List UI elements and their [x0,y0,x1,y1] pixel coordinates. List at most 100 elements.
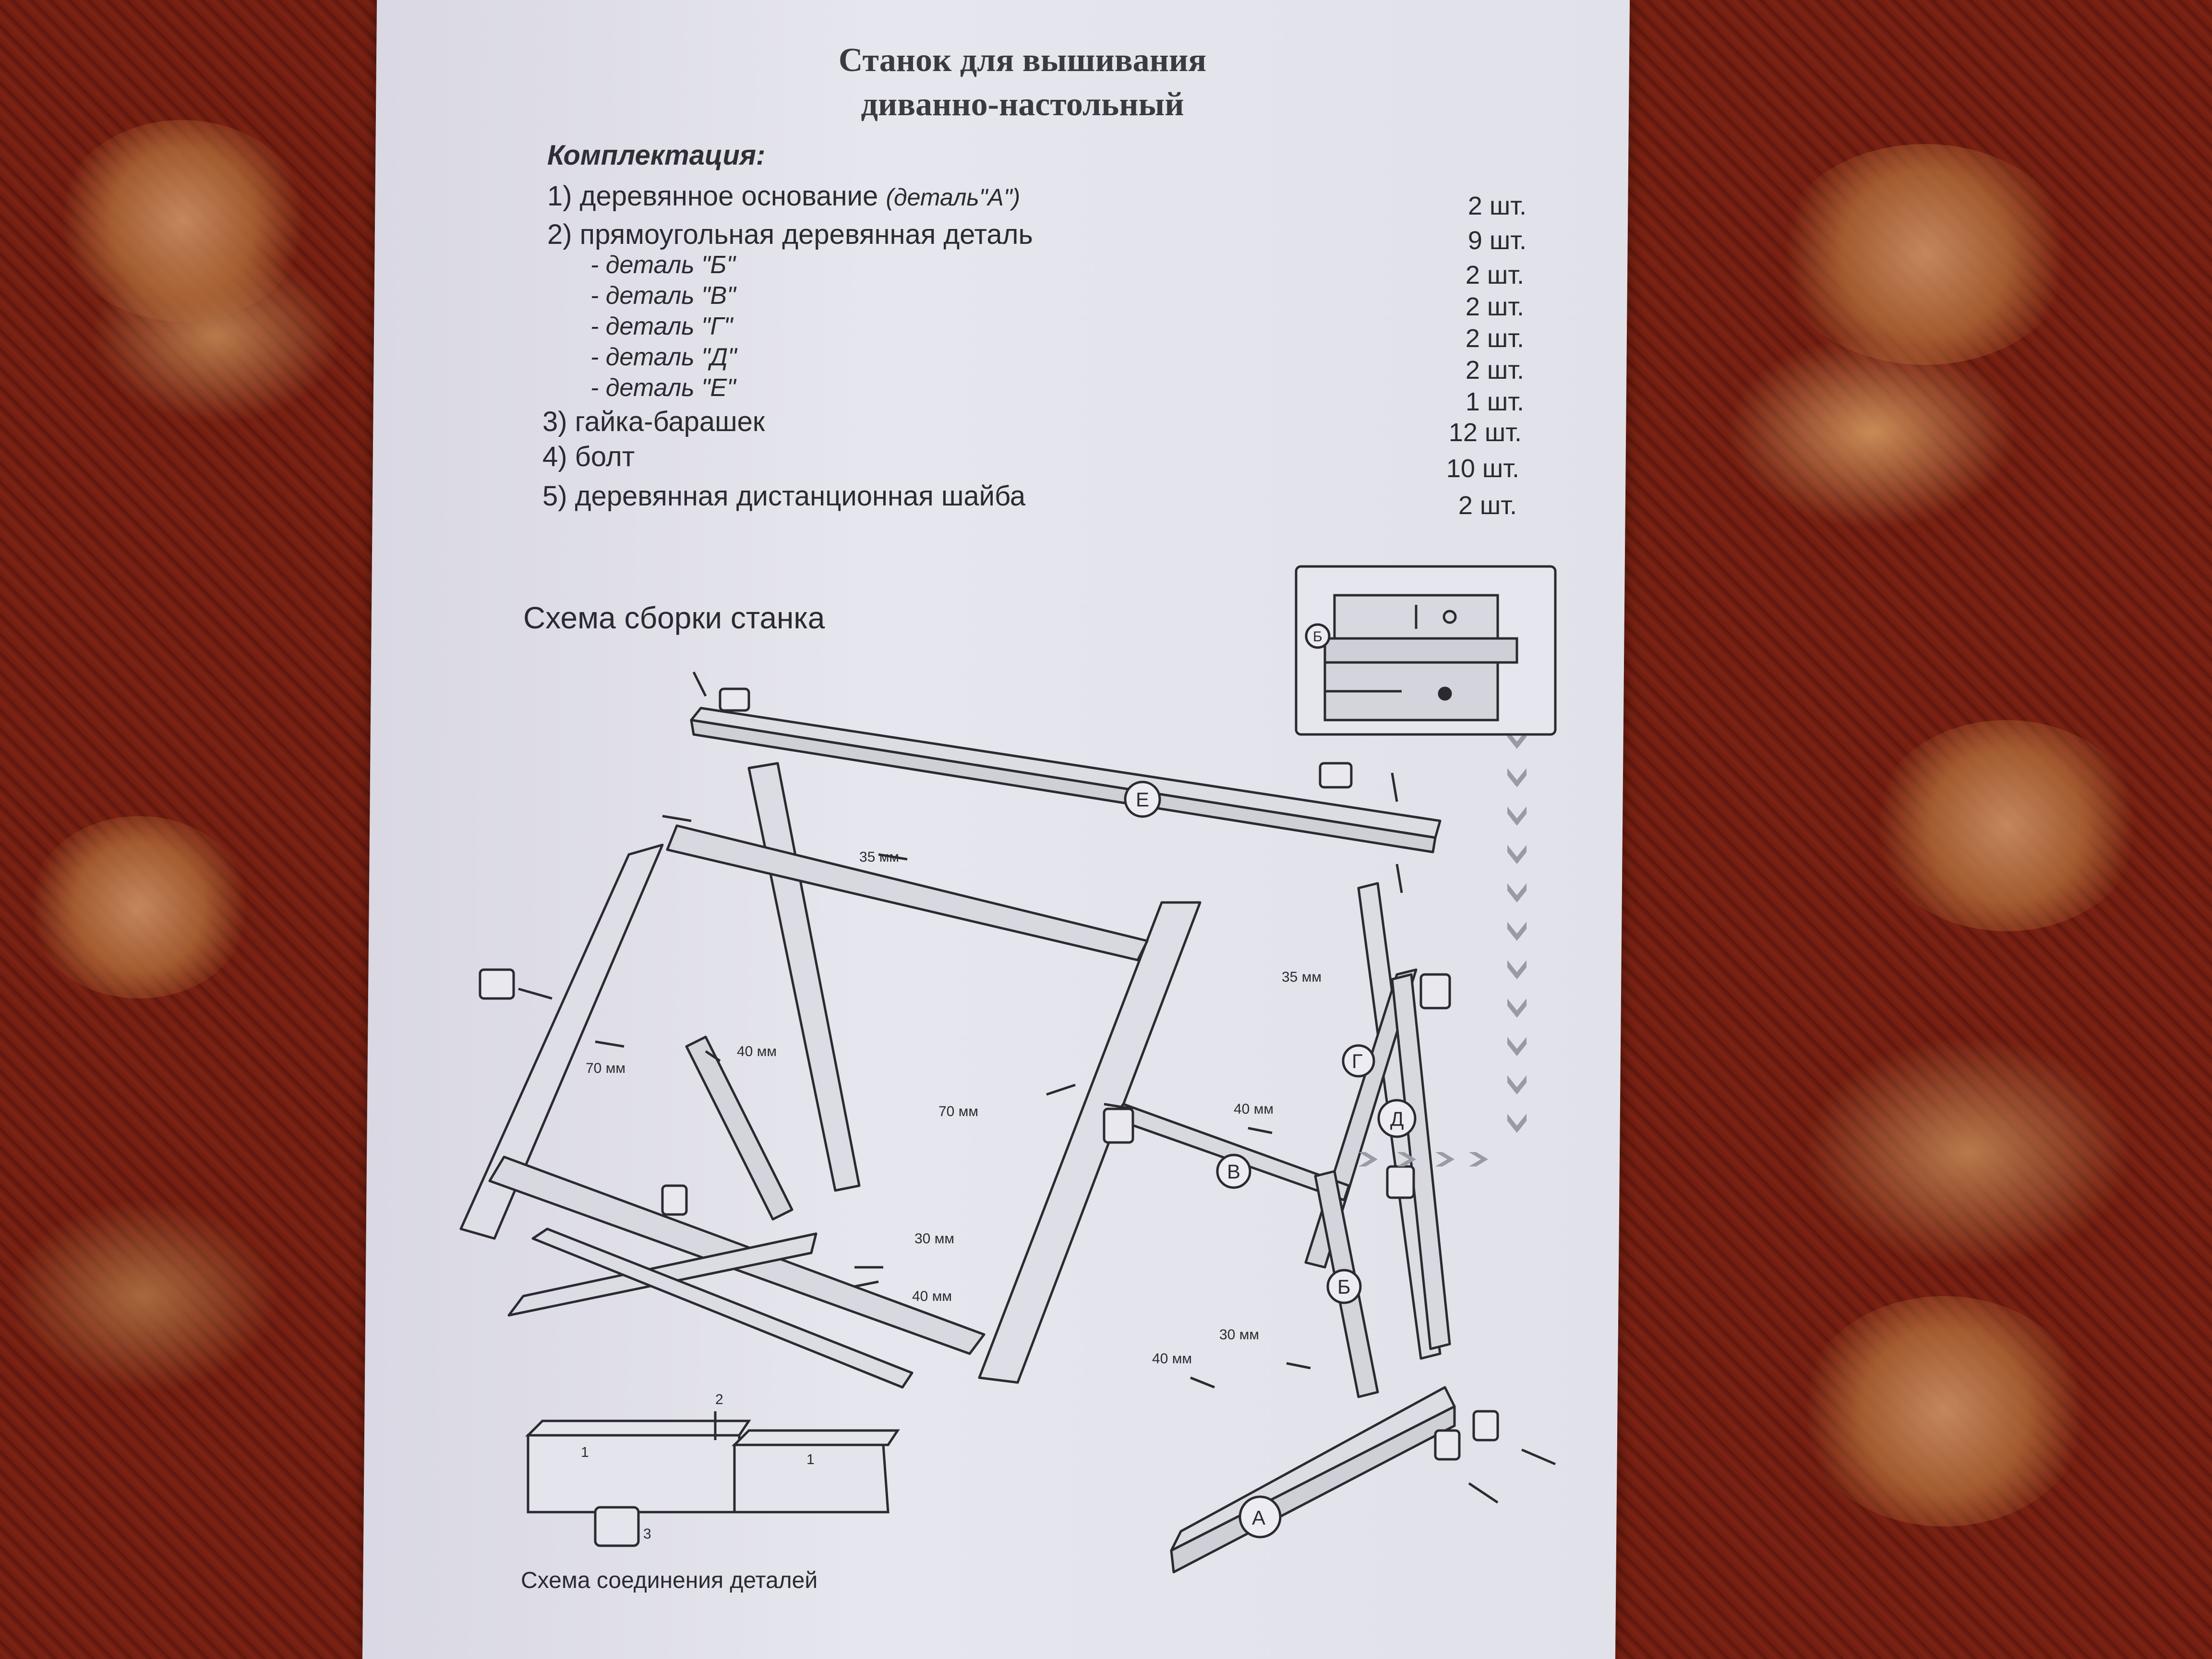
assembly-caption: Схема сборки станка [523,601,825,635]
kit-item-qty: 2 шт. [1467,192,1527,220]
part-a-base-face [1170,1405,1456,1574]
lever-left [685,1035,793,1221]
bolt-label: 70 мм [938,1104,978,1119]
kit-item-qty: 1 шт. [1465,387,1524,416]
wing-nut [1319,762,1353,789]
part-g-marker [1342,1044,1375,1078]
title-line-1: Станок для вышивания [838,42,1207,79]
joint-mark: 2 [715,1392,723,1407]
part-b-marker [1326,1269,1362,1304]
part-v-marker [1216,1154,1251,1189]
kit-subitem-d: - деталь "Д" [590,343,737,371]
part-b-label: Б [1337,1275,1351,1298]
kit-item-qty: 2 шт. [1465,324,1524,353]
arrow [854,1280,879,1288]
part-d [1391,973,1451,1350]
part-g-label: Г [1352,1050,1363,1072]
kit-item-text: 1) деревянное основание [547,180,886,212]
wing-nut [1434,1429,1461,1461]
wing-nut [719,687,750,712]
kit-item-qty: 2 шт. [1465,356,1524,385]
kit-subitem-g: - деталь "Г" [590,313,733,340]
bolt-label: 70 мм [586,1060,625,1076]
joint-mark: 1 [581,1444,589,1460]
arrow [1104,1103,1133,1110]
part-a-label: А [1252,1506,1265,1529]
part-e-marker [1124,781,1161,818]
base-left-b [531,1227,914,1389]
carpet-pattern-motif [58,120,307,322]
part-a-base [1170,1386,1456,1552]
joint-mark: 1 [806,1452,815,1467]
part-d-label: Д [1390,1107,1404,1130]
kit-item-qty: 2 шт. [1465,261,1524,289]
kit-item-qty: 12 шт. [1448,418,1522,447]
part-d-marker [1377,1099,1417,1138]
wing-nut [1419,973,1451,1010]
arrow [705,1050,721,1062]
frame-bar-left [459,843,664,1240]
carpet-pattern-motif [1776,144,2074,365]
kit-subitem-b: - деталь "Б" [590,251,735,279]
kit-subitem-v: - деталь "В" [590,282,736,310]
arrow [518,987,553,1000]
arrow [1395,864,1403,893]
upright-left [747,762,861,1192]
arrow [878,853,908,861]
bolt-label: 30 мм [1219,1327,1259,1343]
inset-b-label: Б [1313,629,1322,645]
arrow [692,671,707,697]
kit-item-qty: 9 шт. [1467,226,1527,255]
kit-item-qty: 2 шт. [1458,491,1517,520]
arrow [1190,1376,1215,1389]
kit-item-2: 2) прямоугольная деревянная деталь [547,219,1033,250]
kit-item-qty: 2 шт. [1465,292,1524,321]
arrow [1468,1482,1499,1504]
wing-nut [1386,1165,1415,1199]
arrow [662,815,692,822]
bolt-label: 40 мм [912,1288,952,1304]
kit-item-qty: 10 шт. [1446,454,1519,483]
arrow [1046,1083,1076,1096]
document-title: Станок для вышивания диванно-настольный [782,38,1262,127]
wing-nut [479,968,515,1000]
chevron-path [1358,730,1527,1166]
carpet-pattern-motif [29,816,250,998]
joint-mark: 3 [643,1526,651,1542]
bolt-label: 40 мм [1152,1351,1192,1367]
wing-nut [661,1184,688,1216]
bolt-label: 35 мм [859,849,899,865]
kit-item-5: 5) деревянная дистанционная шайба [542,481,1026,512]
inset-b-marker [1305,623,1331,649]
part-a-marker [1238,1495,1282,1539]
carpet-pattern-motif [1872,720,2141,931]
inset-detail [1295,565,1557,736]
arrow [1286,1362,1311,1370]
kit-heading: Комплектация: [547,140,766,171]
arrow [595,1040,625,1048]
part-v-label: В [1227,1160,1240,1183]
part-e-label: Е [1136,788,1149,811]
arrow [1521,1448,1556,1466]
title-line-2: диванно-настольный [861,86,1184,123]
carpet-pattern-motif [1800,1296,2088,1527]
arrow [1248,1127,1273,1134]
wing-nut [1103,1107,1134,1144]
joint-schema [525,1411,900,1547]
frame-bar-right [978,901,1202,1384]
kit-item-4: 4) болт [542,441,635,472]
bolt-label: 40 мм [1234,1101,1274,1117]
bolt-label: 40 мм [737,1044,777,1059]
joint-caption: Схема соединения деталей [521,1568,818,1593]
arrow [1391,772,1398,802]
kit-item-note: (деталь"А") [886,184,1021,211]
bolt-label: 35 мм [1282,969,1322,985]
part-e-bar-face [690,719,1437,854]
kit-item-1: 1) деревянное основание (деталь"А") [547,180,1020,212]
bolt-label: 30 мм [914,1231,954,1247]
kit-subitem-e: - деталь "Е" [590,374,736,402]
roller-top [666,824,1149,962]
wing-nut [1472,1410,1499,1442]
kit-item-3: 3) гайка-барашек [542,406,765,437]
